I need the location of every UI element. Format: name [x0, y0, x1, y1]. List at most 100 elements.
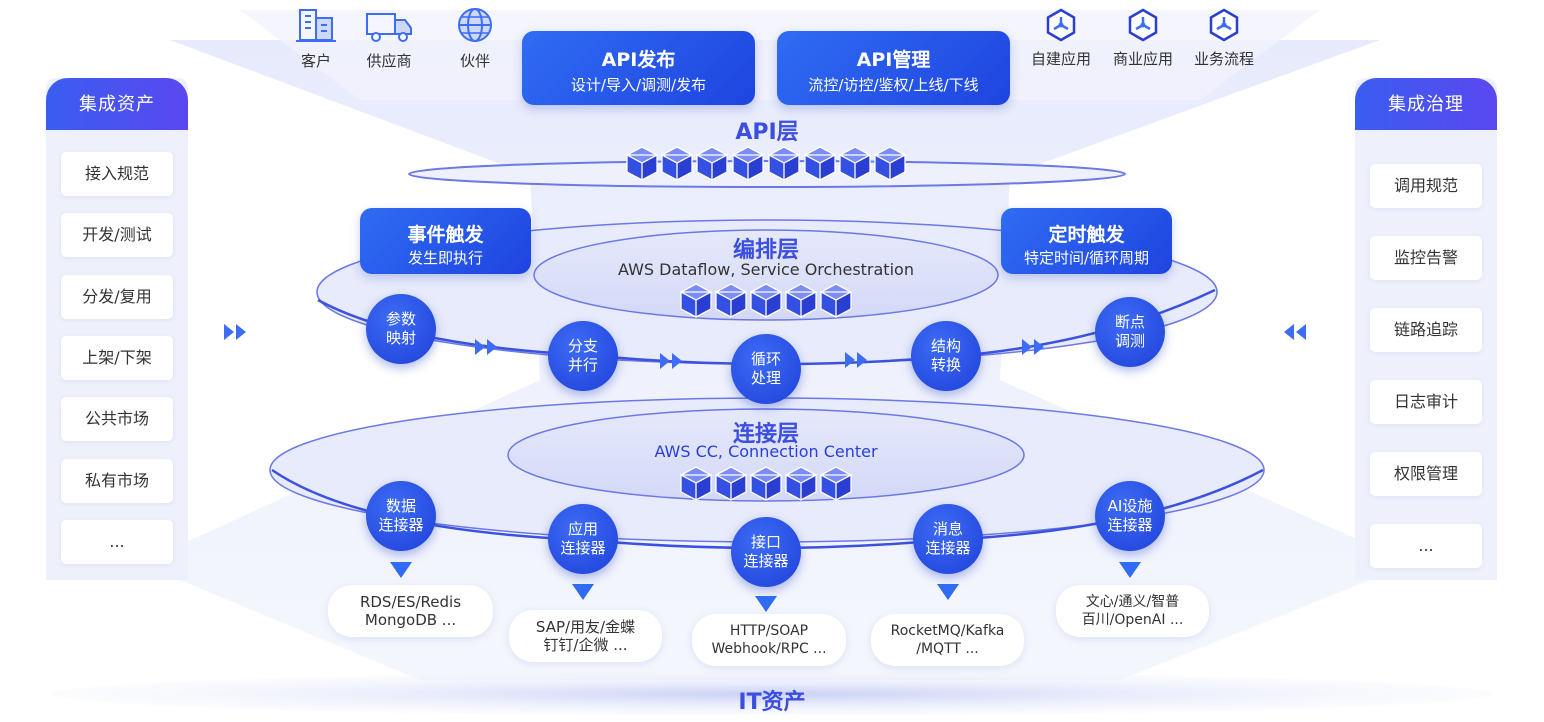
node-param-mapping-line1: 参数	[385, 310, 416, 328]
node-breakpoint-debug-line1: 断点	[1114, 313, 1145, 331]
commercial-app-entry: 商业应用	[1108, 8, 1178, 69]
api-manage-box[interactable]: API管理 流控/访控/鉴权/上线/下线	[777, 31, 1010, 105]
hub-icon	[1046, 8, 1076, 42]
connector-application-line2: 连接器	[560, 539, 606, 557]
governance-item-more[interactable]: ...	[1370, 524, 1482, 568]
node-loop-processing-line1: 循环	[750, 350, 781, 368]
orchestration-cubes	[680, 283, 852, 318]
governance-item-trace[interactable]: 链路追踪	[1370, 308, 1482, 352]
partner-label: 伙伴	[459, 52, 490, 70]
connector-interface-detail2: Webhook/RPC ...	[711, 641, 827, 657]
asset-item-publish-unpublish[interactable]: 上架/下架	[61, 336, 173, 380]
connector-interface-arrow	[755, 596, 777, 612]
api-publish-subtitle: 设计/导入/调测/发布	[570, 76, 707, 94]
node-loop-processing[interactable]: 循环处理	[731, 334, 801, 404]
connector-application-detail1: SAP/用友/金蝶	[535, 618, 636, 636]
api-layer-title: API层	[735, 120, 799, 145]
node-structure-transform-line2: 转换	[930, 356, 961, 374]
connector-message[interactable]: 消息连接器	[913, 504, 983, 574]
connector-data-detail2: MongoDB ...	[364, 611, 457, 629]
connector-interface-line2: 连接器	[743, 552, 789, 570]
api-publish-box[interactable]: API发布 设计/导入/调测/发布	[522, 31, 755, 105]
node-branch-parallel-line2: 并行	[567, 356, 598, 374]
connector-data-line1: 数据	[385, 497, 416, 515]
api-manage-subtitle: 流控/访控/鉴权/上线/下线	[808, 76, 979, 94]
connector-data-arrow	[390, 562, 412, 578]
api-publish-title: API发布	[601, 49, 676, 71]
governance-item-permission[interactable]: 权限管理	[1370, 452, 1482, 496]
connector-application-arrow	[572, 584, 594, 600]
timer-trigger-title: 定时触发	[1048, 224, 1125, 246]
connector-ai[interactable]: AI设施连接器	[1095, 481, 1165, 551]
event-trigger-box[interactable]: 事件触发 发生即执行	[360, 208, 531, 274]
connector-interface-line1: 接口	[750, 533, 781, 551]
customer-entry: 客户	[281, 6, 351, 71]
orchestration-layer-subtitle: AWS Dataflow, Service Orchestration	[618, 260, 914, 279]
governance-item-log-audit[interactable]: 日志审计	[1370, 380, 1482, 424]
node-breakpoint-debug[interactable]: 断点调测	[1095, 297, 1165, 367]
connection-cubes	[680, 466, 852, 501]
connector-message-line2: 连接器	[925, 539, 971, 557]
connection-layer-subtitle: AWS CC, Connection Center	[654, 442, 878, 461]
right-side-arrow	[1284, 324, 1306, 340]
node-branch-parallel[interactable]: 分支并行	[548, 321, 618, 391]
connector-application[interactable]: 应用连接器	[548, 504, 618, 574]
api-manage-title: API管理	[856, 49, 931, 71]
asset-item-dev-test[interactable]: 开发/测试	[61, 213, 173, 257]
connector-message-arrow	[937, 584, 959, 600]
supplier-entry: 供应商	[354, 6, 424, 71]
connector-application-line1: 应用	[567, 520, 598, 538]
governance-item-call-spec[interactable]: 调用规范	[1370, 164, 1482, 208]
orchestration-layer-title: 编排层	[732, 238, 799, 263]
commercial-app-label: 商业应用	[1112, 50, 1173, 68]
connector-ai-detail2: 百川/OpenAI ...	[1081, 612, 1184, 628]
connector-ai-detail: 文心/通义/智普百川/OpenAI ...	[1056, 585, 1209, 637]
timer-trigger-box[interactable]: 定时触发 特定时间/循环周期	[1001, 208, 1172, 274]
business-process-label: 业务流程	[1193, 50, 1254, 68]
integration-governance-title: 集成治理	[1355, 78, 1497, 130]
it-assets-title: IT资产	[738, 690, 806, 715]
connector-message-detail1: RocketMQ/Kafka	[890, 623, 1005, 639]
it-assets-base	[52, 672, 1492, 716]
left-side-arrow	[224, 324, 246, 340]
node-branch-parallel-line1: 分支	[567, 337, 598, 355]
node-loop-processing-line2: 处理	[750, 369, 781, 387]
connection-layer-title: 连接层	[732, 422, 799, 447]
asset-item-private-market[interactable]: 私有市场	[61, 459, 173, 503]
partner-entry: 伙伴	[440, 6, 510, 71]
node-structure-transform-line1: 结构	[930, 337, 961, 355]
connector-ai-arrow	[1119, 562, 1141, 578]
globe-icon	[458, 8, 492, 42]
governance-item-monitor-alert[interactable]: 监控告警	[1370, 236, 1482, 280]
api-layer-ring	[408, 160, 1126, 188]
connector-application-detail2: 钉钉/企微 ...	[543, 636, 628, 654]
asset-item-access-spec[interactable]: 接入规范	[61, 152, 173, 196]
truck-icon	[366, 13, 412, 42]
integration-governance-panel: 集成治理 调用规范 监控告警 链路追踪 日志审计 权限管理 ...	[1355, 78, 1497, 580]
hub-icon	[1128, 8, 1158, 42]
connection-inner-ellipse	[507, 408, 1025, 502]
event-trigger-subtitle: 发生即执行	[407, 249, 483, 267]
business-process-entry: 业务流程	[1189, 8, 1259, 69]
node-structure-transform[interactable]: 结构转换	[911, 321, 981, 391]
integration-assets-panel: 集成资产 接入规范 开发/测试 分发/复用 上架/下架 公共市场 私有市场 ..…	[46, 78, 188, 580]
connector-interface[interactable]: 接口连接器	[731, 517, 801, 587]
self-built-app-entry: 自建应用	[1026, 8, 1096, 69]
asset-item-more[interactable]: ...	[61, 520, 173, 564]
supplier-label: 供应商	[366, 52, 412, 70]
asset-item-distribute-reuse[interactable]: 分发/复用	[61, 275, 173, 319]
orchestration-inner-ellipse	[533, 229, 999, 321]
connector-application-detail: SAP/用友/金蝶钉钉/企微 ...	[509, 610, 662, 662]
customer-label: 客户	[300, 52, 331, 70]
integration-assets-title: 集成资产	[46, 78, 188, 130]
connector-message-detail: RocketMQ/Kafka/MQTT ...	[871, 614, 1024, 666]
event-trigger-title: 事件触发	[407, 224, 484, 246]
connector-ai-detail1: 文心/通义/智普	[1085, 594, 1180, 610]
building-icon	[296, 9, 336, 42]
timer-trigger-subtitle: 特定时间/循环周期	[1023, 249, 1150, 267]
asset-item-public-market[interactable]: 公共市场	[61, 397, 173, 441]
connector-data[interactable]: 数据连接器	[366, 481, 436, 551]
node-param-mapping[interactable]: 参数映射	[366, 294, 436, 364]
